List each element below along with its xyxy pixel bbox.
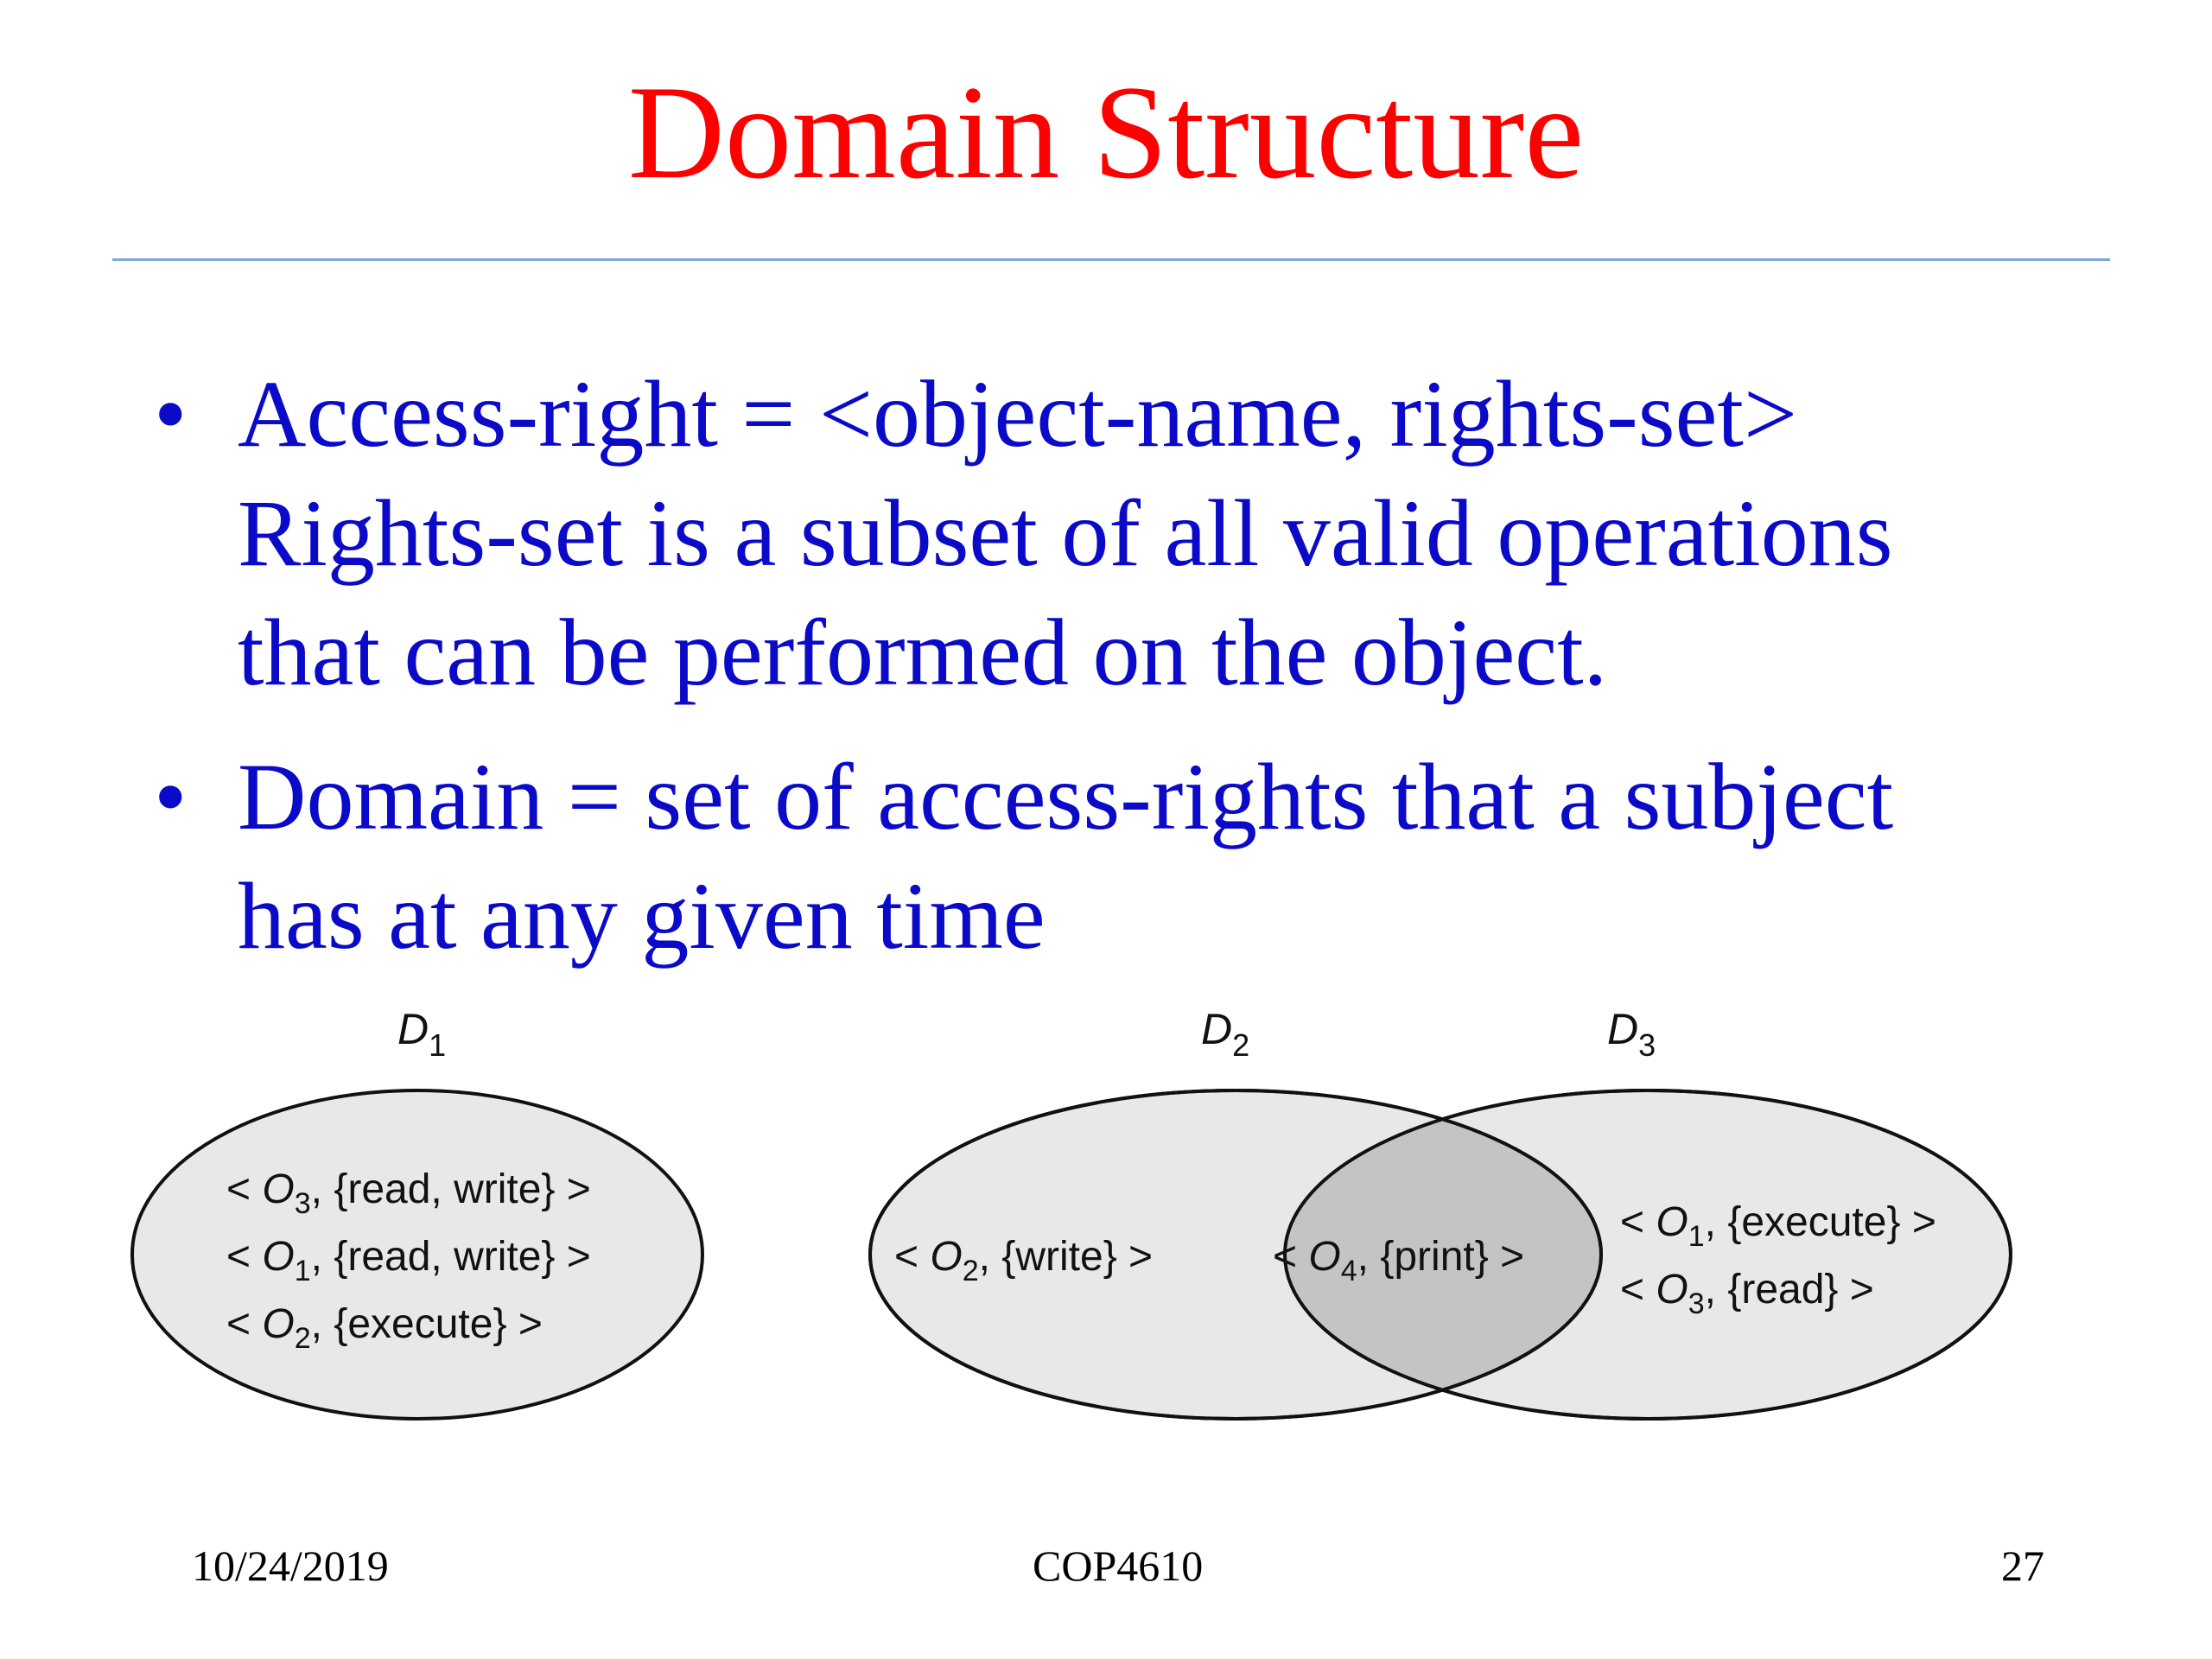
bullet-1-line-3: that can be performed on the object. bbox=[238, 600, 1608, 705]
access-right-entry: < O2, {write} > bbox=[894, 1234, 1153, 1287]
access-right-entry: < O3, {read, write} > bbox=[226, 1166, 591, 1220]
shared-access-right-entry: < O4, {print} > bbox=[1273, 1234, 1524, 1287]
domain-d1-ellipse bbox=[130, 1089, 704, 1421]
bullet-marker: • bbox=[154, 361, 188, 467]
access-right-entry: < O1, {read, write} > bbox=[226, 1234, 591, 1287]
domain-overlap-region bbox=[1285, 1090, 1601, 1419]
domain-d1-label: D1 bbox=[397, 1005, 446, 1063]
domain-d2-outline bbox=[868, 1089, 1603, 1421]
slide-title: Domain Structure bbox=[627, 58, 1585, 207]
domain-d3-outline bbox=[1283, 1089, 2012, 1421]
access-right-entry: < O2, {execute} > bbox=[226, 1301, 543, 1355]
access-right-entry: < O3, {read} > bbox=[1620, 1267, 1874, 1320]
title-divider bbox=[112, 258, 2110, 261]
footer-date: 10/24/2019 bbox=[192, 1541, 389, 1590]
domain-d2-label: D2 bbox=[1201, 1005, 1249, 1063]
bullet-1-line-2: Rights-set is a subset of all valid oper… bbox=[238, 480, 1893, 586]
bullet-2-line-2: has at any given time bbox=[238, 863, 1046, 969]
footer-page-number: 27 bbox=[2001, 1541, 2044, 1590]
bullet-2-line-1: Domain = set of access-rights that a sub… bbox=[238, 744, 1894, 849]
bullet-1-line-1: Access-right = <object-name, rights-set> bbox=[238, 361, 1798, 467]
bullet-marker: • bbox=[154, 744, 188, 849]
domain-d3-label: D3 bbox=[1607, 1005, 1656, 1063]
access-right-entry: < O1, {execute} > bbox=[1620, 1199, 1936, 1253]
footer-course: COP4610 bbox=[1033, 1541, 1204, 1590]
